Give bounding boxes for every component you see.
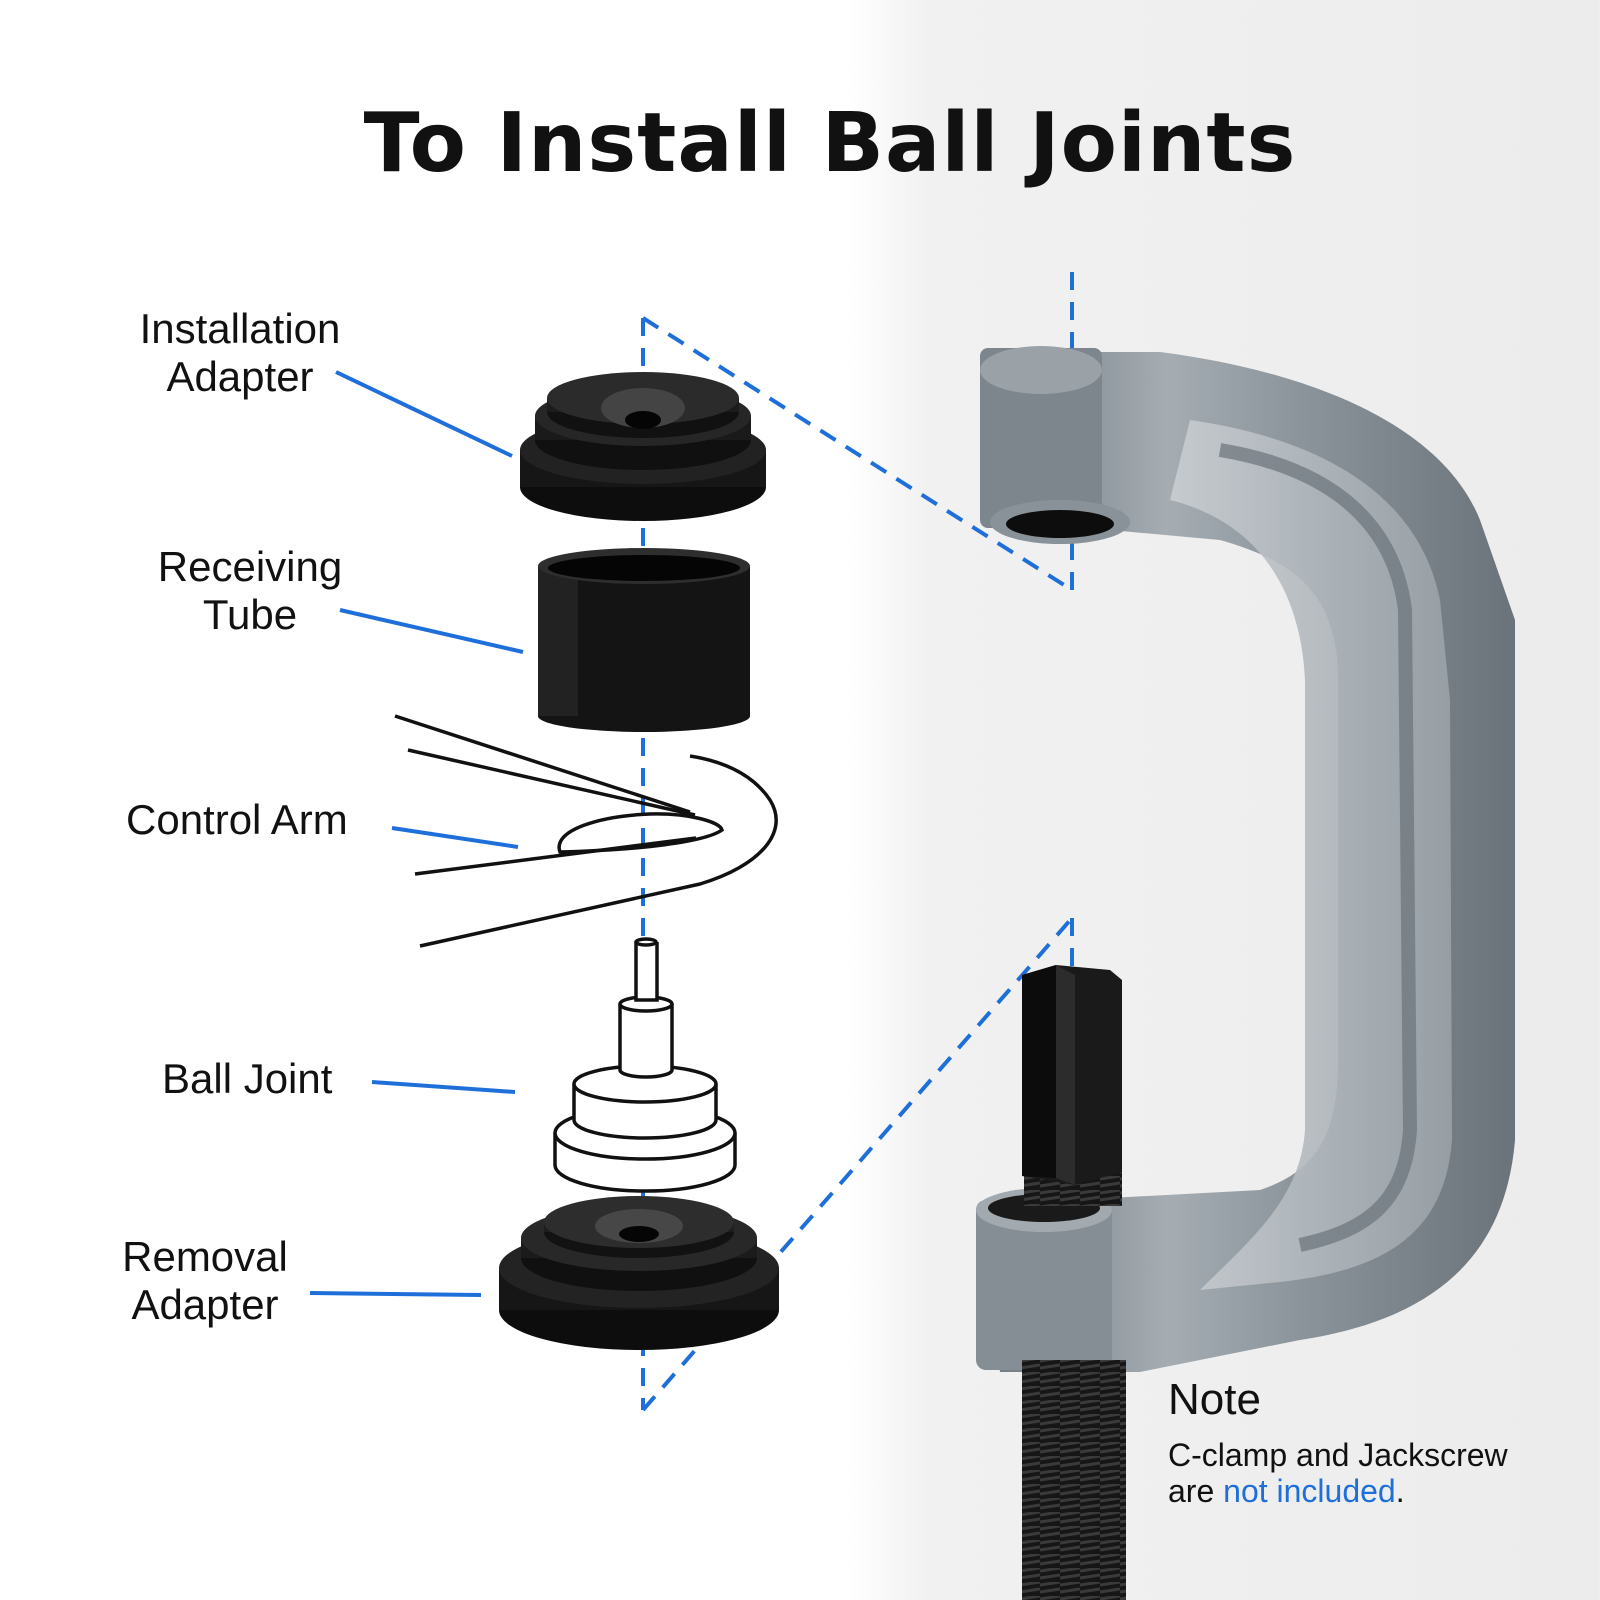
receiving-tube-icon <box>538 548 750 732</box>
page-title: To Install Ball Joints <box>363 96 1297 191</box>
note-line-1: C-clamp and Jackscrew <box>1168 1437 1508 1473</box>
label-removal-adapter: Removal Adapter <box>110 1233 300 1329</box>
label-line: Adapter <box>166 353 314 400</box>
note-line-2-suffix: . <box>1395 1473 1405 1509</box>
installation-adapter-icon <box>520 372 766 521</box>
removal-adapter-icon <box>499 1196 779 1350</box>
note-line-2-prefix: are <box>1168 1473 1224 1509</box>
label-receiving-tube: Receiving Tube <box>140 543 360 639</box>
note-title: Note <box>1168 1375 1261 1424</box>
label-ball-joint: Ball Joint <box>162 1055 333 1102</box>
note-body: C-clamp and Jackscrew are not included. <box>1168 1437 1588 1509</box>
c-clamp-icon <box>976 346 1515 1372</box>
label-line: Removal <box>122 1233 288 1280</box>
ball-joint-icon <box>553 937 737 1193</box>
label-control-arm: Control Arm <box>126 796 348 843</box>
label-line: Adapter <box>131 1281 279 1328</box>
label-line: Tube <box>202 591 298 638</box>
label-installation-adapter: Installation Adapter <box>120 305 360 401</box>
note-line-2: are not included. <box>1168 1473 1588 1509</box>
jackscrew-icon <box>1022 965 1126 1600</box>
control-arm-icon <box>394 714 778 948</box>
leader-lines <box>309 370 524 1297</box>
label-line: Installation <box>139 305 341 352</box>
note-box: Note C-clamp and Jackscrew are not inclu… <box>1168 1375 1588 1509</box>
not-included-highlight: not included <box>1223 1473 1396 1509</box>
label-line: Receiving <box>157 543 343 590</box>
